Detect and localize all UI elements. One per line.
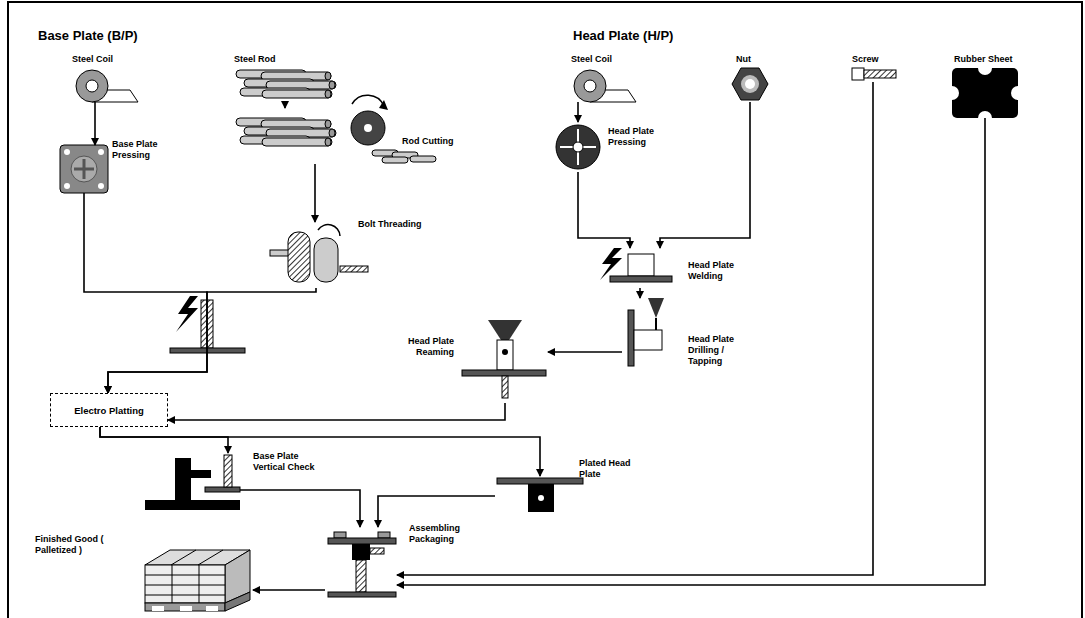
bolt-threading-icon bbox=[270, 225, 368, 282]
steel-coil-icon bbox=[574, 70, 636, 102]
material-node: Screw bbox=[850, 66, 898, 82]
process-step: Head Plate Welding bbox=[598, 248, 673, 288]
step-label: Finished Good ( Palletized ) bbox=[35, 534, 107, 556]
step-label: Head Plate Pressing bbox=[608, 126, 668, 148]
flow-arrow bbox=[548, 351, 622, 353]
step-label: Nut bbox=[736, 54, 751, 65]
pallet-icon bbox=[145, 550, 251, 611]
step-label: Steel Rod bbox=[234, 54, 276, 65]
flow-arrow bbox=[94, 102, 96, 145]
flow-arrow bbox=[578, 172, 630, 248]
flow-arrow bbox=[240, 490, 360, 527]
drilling-icon bbox=[628, 298, 664, 366]
assembly-icon bbox=[328, 532, 396, 597]
steel-rod-icon bbox=[236, 70, 336, 98]
flow-arrow bbox=[639, 288, 641, 298]
process-step: Rod Cutting bbox=[230, 108, 450, 164]
box-label: Electro Platting bbox=[74, 405, 144, 416]
reaming-icon bbox=[462, 320, 546, 398]
material-node: Rubber Sheet bbox=[952, 68, 1018, 118]
process-step: Plated Head Plate bbox=[495, 476, 585, 514]
frame bbox=[8, 2, 1082, 618]
step-label: Bolt Threading bbox=[358, 219, 422, 230]
material-node: Steel Coil bbox=[70, 68, 140, 102]
flow-arrow bbox=[168, 403, 505, 420]
rod-cutting-icon bbox=[236, 95, 436, 163]
head-plate-icon bbox=[556, 125, 600, 169]
material-node: Nut bbox=[728, 66, 772, 102]
process-step: Base Plate Vertical Check bbox=[140, 453, 240, 511]
section-title: Base Plate (B/P) bbox=[38, 28, 138, 44]
flow-arrow bbox=[100, 427, 540, 476]
process-step: Head Plate Reaming bbox=[458, 318, 548, 403]
process-step: Head Plate Drilling / Tapping bbox=[622, 298, 674, 370]
flow-arrow bbox=[378, 496, 495, 527]
vertical-check-icon bbox=[145, 455, 240, 510]
process-step: Assembling Packaging bbox=[325, 527, 397, 600]
step-label: Base Plate Vertical Check bbox=[253, 451, 315, 473]
flow-arrow bbox=[577, 102, 579, 122]
step-label: Assembling Packaging bbox=[409, 523, 479, 545]
step-label: Head Plate Welding bbox=[688, 260, 748, 282]
section-title: Head Plate (H/P) bbox=[573, 28, 673, 44]
flow-arrow bbox=[84, 193, 207, 393]
process-step: Base Plate Pressing bbox=[60, 145, 108, 193]
flow-arrow bbox=[397, 118, 985, 585]
step-label: Plated Head Plate bbox=[579, 458, 639, 480]
flow-arrow bbox=[284, 102, 286, 108]
process-step: Head Plate Pressing bbox=[553, 122, 603, 172]
finished-goods: Finished Good ( Palletized ) bbox=[145, 550, 253, 612]
flow-arrow bbox=[397, 82, 873, 575]
rubber-sheet-icon bbox=[945, 61, 1025, 125]
plated-head-plate-icon bbox=[497, 478, 583, 512]
screw-icon bbox=[852, 68, 896, 80]
process-step: Bolt Threading bbox=[282, 222, 350, 288]
flow-arrow bbox=[660, 102, 750, 248]
steel-coil-icon bbox=[76, 70, 138, 102]
nut-icon bbox=[732, 68, 768, 100]
step-label: Rod Cutting bbox=[402, 136, 453, 147]
step-label: Steel Coil bbox=[571, 54, 612, 65]
process-box: Electro Platting bbox=[50, 393, 168, 427]
flow-arrow bbox=[314, 164, 316, 222]
step-label: Steel Coil bbox=[72, 54, 113, 65]
step-label: Rubber Sheet bbox=[954, 54, 1013, 65]
base-plate-icon bbox=[60, 145, 108, 193]
welding-icon bbox=[600, 248, 672, 282]
material-node: Steel Coil bbox=[563, 68, 633, 102]
material-node: Steel Rod bbox=[232, 68, 338, 102]
flow-arrow bbox=[100, 427, 228, 453]
step-label: Head Plate Drilling / Tapping bbox=[688, 334, 754, 367]
step-label: Head Plate Reaming bbox=[394, 336, 454, 358]
flow-arrow bbox=[253, 589, 325, 591]
step-label: Base Plate Pressing bbox=[112, 139, 172, 161]
step-label: Screw bbox=[852, 54, 879, 65]
flow-arrow bbox=[108, 288, 316, 393]
